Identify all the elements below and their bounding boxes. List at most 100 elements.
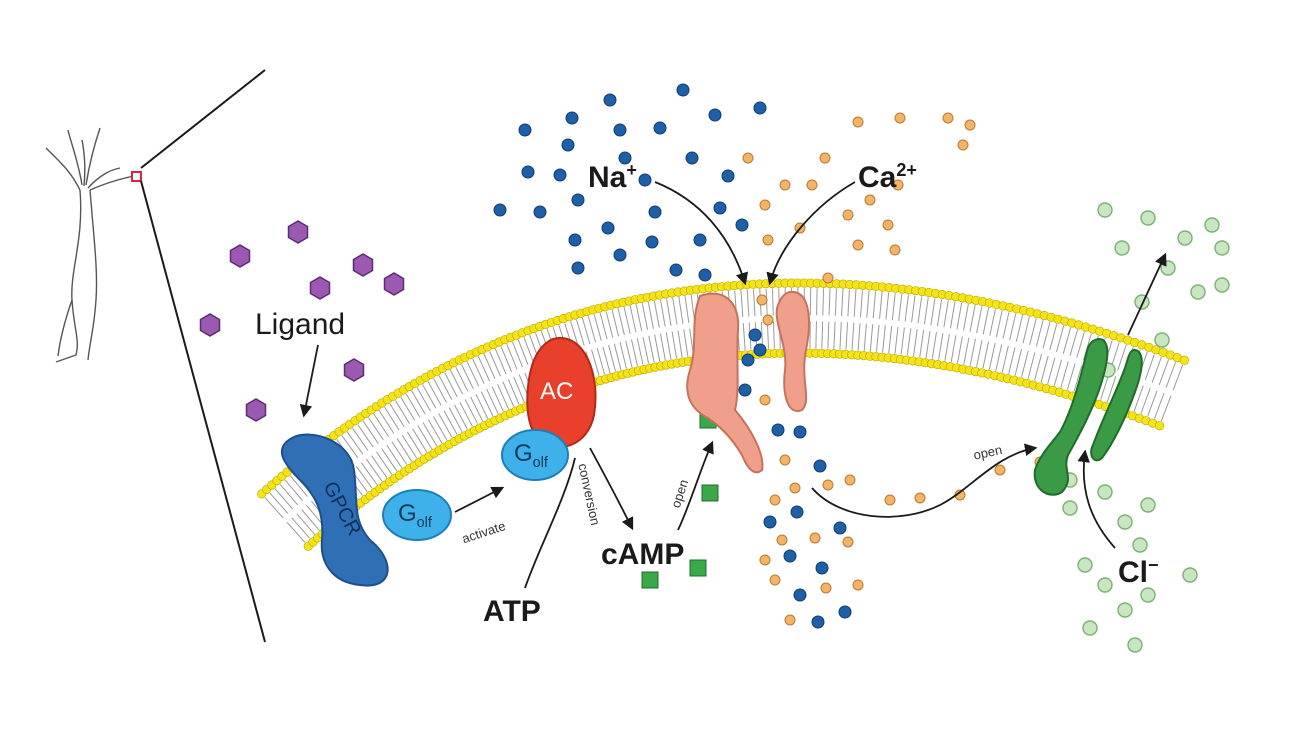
- calcium-ion: [784, 614, 796, 626]
- lipid-tail: [373, 413, 390, 438]
- lipid-tail: [296, 513, 315, 535]
- lipid-tail: [822, 288, 825, 316]
- lipid-tail: [672, 297, 678, 325]
- sodium-ion: [793, 425, 807, 439]
- sodium-ion: [669, 263, 683, 277]
- lipid-tail: [1140, 387, 1151, 414]
- sodium-ion: [713, 201, 727, 215]
- lipid-tail: [480, 391, 494, 417]
- arrows: [299, 181, 1167, 589]
- lipid-tail: [576, 319, 585, 346]
- lipid-head: [1154, 421, 1165, 431]
- lipid-tail: [608, 344, 616, 372]
- calcium-ion: [822, 479, 834, 491]
- lipid-tail: [911, 295, 916, 323]
- open-arrow-2: [811, 443, 1038, 518]
- lipid-tail: [888, 326, 893, 354]
- sodium-ion: [790, 505, 804, 519]
- lipid-head: [1179, 355, 1190, 365]
- lipid-tail: [879, 291, 883, 319]
- lipid-tail: [898, 293, 903, 321]
- calcium-ion: [762, 234, 774, 246]
- sodium-label-sup: +: [626, 160, 637, 180]
- lipid-tail: [405, 393, 421, 418]
- lipid-tail: [1151, 356, 1162, 383]
- lipid-tail: [477, 356, 491, 382]
- lipid-tail: [491, 386, 504, 412]
- calcium-ion: [884, 494, 896, 506]
- camp-label: cAMP: [601, 538, 685, 571]
- lipid-tail: [1069, 329, 1078, 356]
- sodium-ion: [838, 605, 852, 619]
- calcium-ion: [779, 179, 791, 191]
- lipid-tail: [1160, 395, 1172, 422]
- lipid-tail: [596, 348, 605, 375]
- atp-label: ATP: [483, 595, 541, 628]
- lipid-tail: [611, 309, 620, 337]
- ligand-molecule: [199, 313, 221, 337]
- sodium-ion: [533, 205, 547, 219]
- chloride-ion: [1097, 577, 1113, 593]
- lipid-tail: [659, 333, 666, 361]
- lipid-tail: [1008, 347, 1016, 374]
- lipid-tail: [857, 323, 861, 351]
- lipid-tail: [995, 344, 1003, 371]
- sodium-ion: [601, 221, 615, 235]
- ligand-molecule: [383, 272, 405, 296]
- lipid-tail: [923, 297, 929, 325]
- lipid-tail: [587, 316, 597, 343]
- lipid-tail: [1117, 344, 1127, 371]
- lipid-tail: [289, 475, 308, 497]
- lipid-tail: [944, 334, 950, 361]
- calcium-ion: [852, 116, 864, 128]
- sodium-ion: [793, 588, 807, 602]
- calcium-ion: [759, 199, 771, 211]
- chloride-ion: [1214, 277, 1230, 293]
- atp-arrow: [524, 457, 576, 589]
- lipid-tail: [847, 289, 850, 317]
- lipid-tail: [1106, 376, 1117, 403]
- lipid-tail: [988, 342, 996, 370]
- lipid-tail: [1158, 359, 1169, 386]
- lipid-tail: [962, 303, 969, 331]
- lipid-tail: [995, 310, 1003, 338]
- lipid-tail: [906, 328, 912, 356]
- lipid-tail: [593, 314, 602, 341]
- lipid-tail: [746, 289, 750, 317]
- lipid-tail: [264, 497, 284, 519]
- chloride-ion: [1117, 602, 1133, 618]
- lipid-tail: [851, 322, 855, 350]
- lipid-tail: [1029, 318, 1037, 346]
- lipid-tail: [1022, 316, 1030, 344]
- activate-arrow: [454, 486, 505, 513]
- g-olf-label-1: Golf: [398, 500, 432, 531]
- sodium-ion: [771, 423, 785, 437]
- lipid-tail: [636, 338, 644, 365]
- lipid-tail: [1154, 393, 1165, 419]
- lipid-tail: [357, 424, 374, 448]
- lipid-tail: [483, 353, 496, 379]
- cl-in-arrow: [1077, 449, 1116, 549]
- lipid-tail: [365, 458, 383, 482]
- lipid-tail: [438, 413, 453, 438]
- lipid-tail: [766, 321, 769, 349]
- lipid-tail: [853, 289, 857, 317]
- lipid-tail: [882, 325, 886, 353]
- ligand-molecule: [245, 398, 267, 422]
- g-olf-label-2: Golf: [514, 440, 548, 471]
- sodium-ion: [813, 459, 827, 473]
- calcium-ion: [759, 554, 771, 566]
- g-olf-label-1-sub: olf: [416, 514, 432, 531]
- lipid-tail: [821, 321, 824, 349]
- lipid-tail: [599, 313, 608, 340]
- lipid-tail: [904, 294, 909, 322]
- calcium-ion: [742, 152, 754, 164]
- lipid-tail: [1100, 373, 1110, 400]
- lipid-tail: [1027, 352, 1036, 379]
- lipid-tail: [1073, 365, 1083, 392]
- chloride-ion: [1160, 260, 1176, 276]
- lipid-tail: [475, 393, 489, 419]
- sodium-ion: [493, 203, 507, 217]
- sodium-ion: [521, 165, 535, 179]
- lipid-tail: [654, 334, 661, 362]
